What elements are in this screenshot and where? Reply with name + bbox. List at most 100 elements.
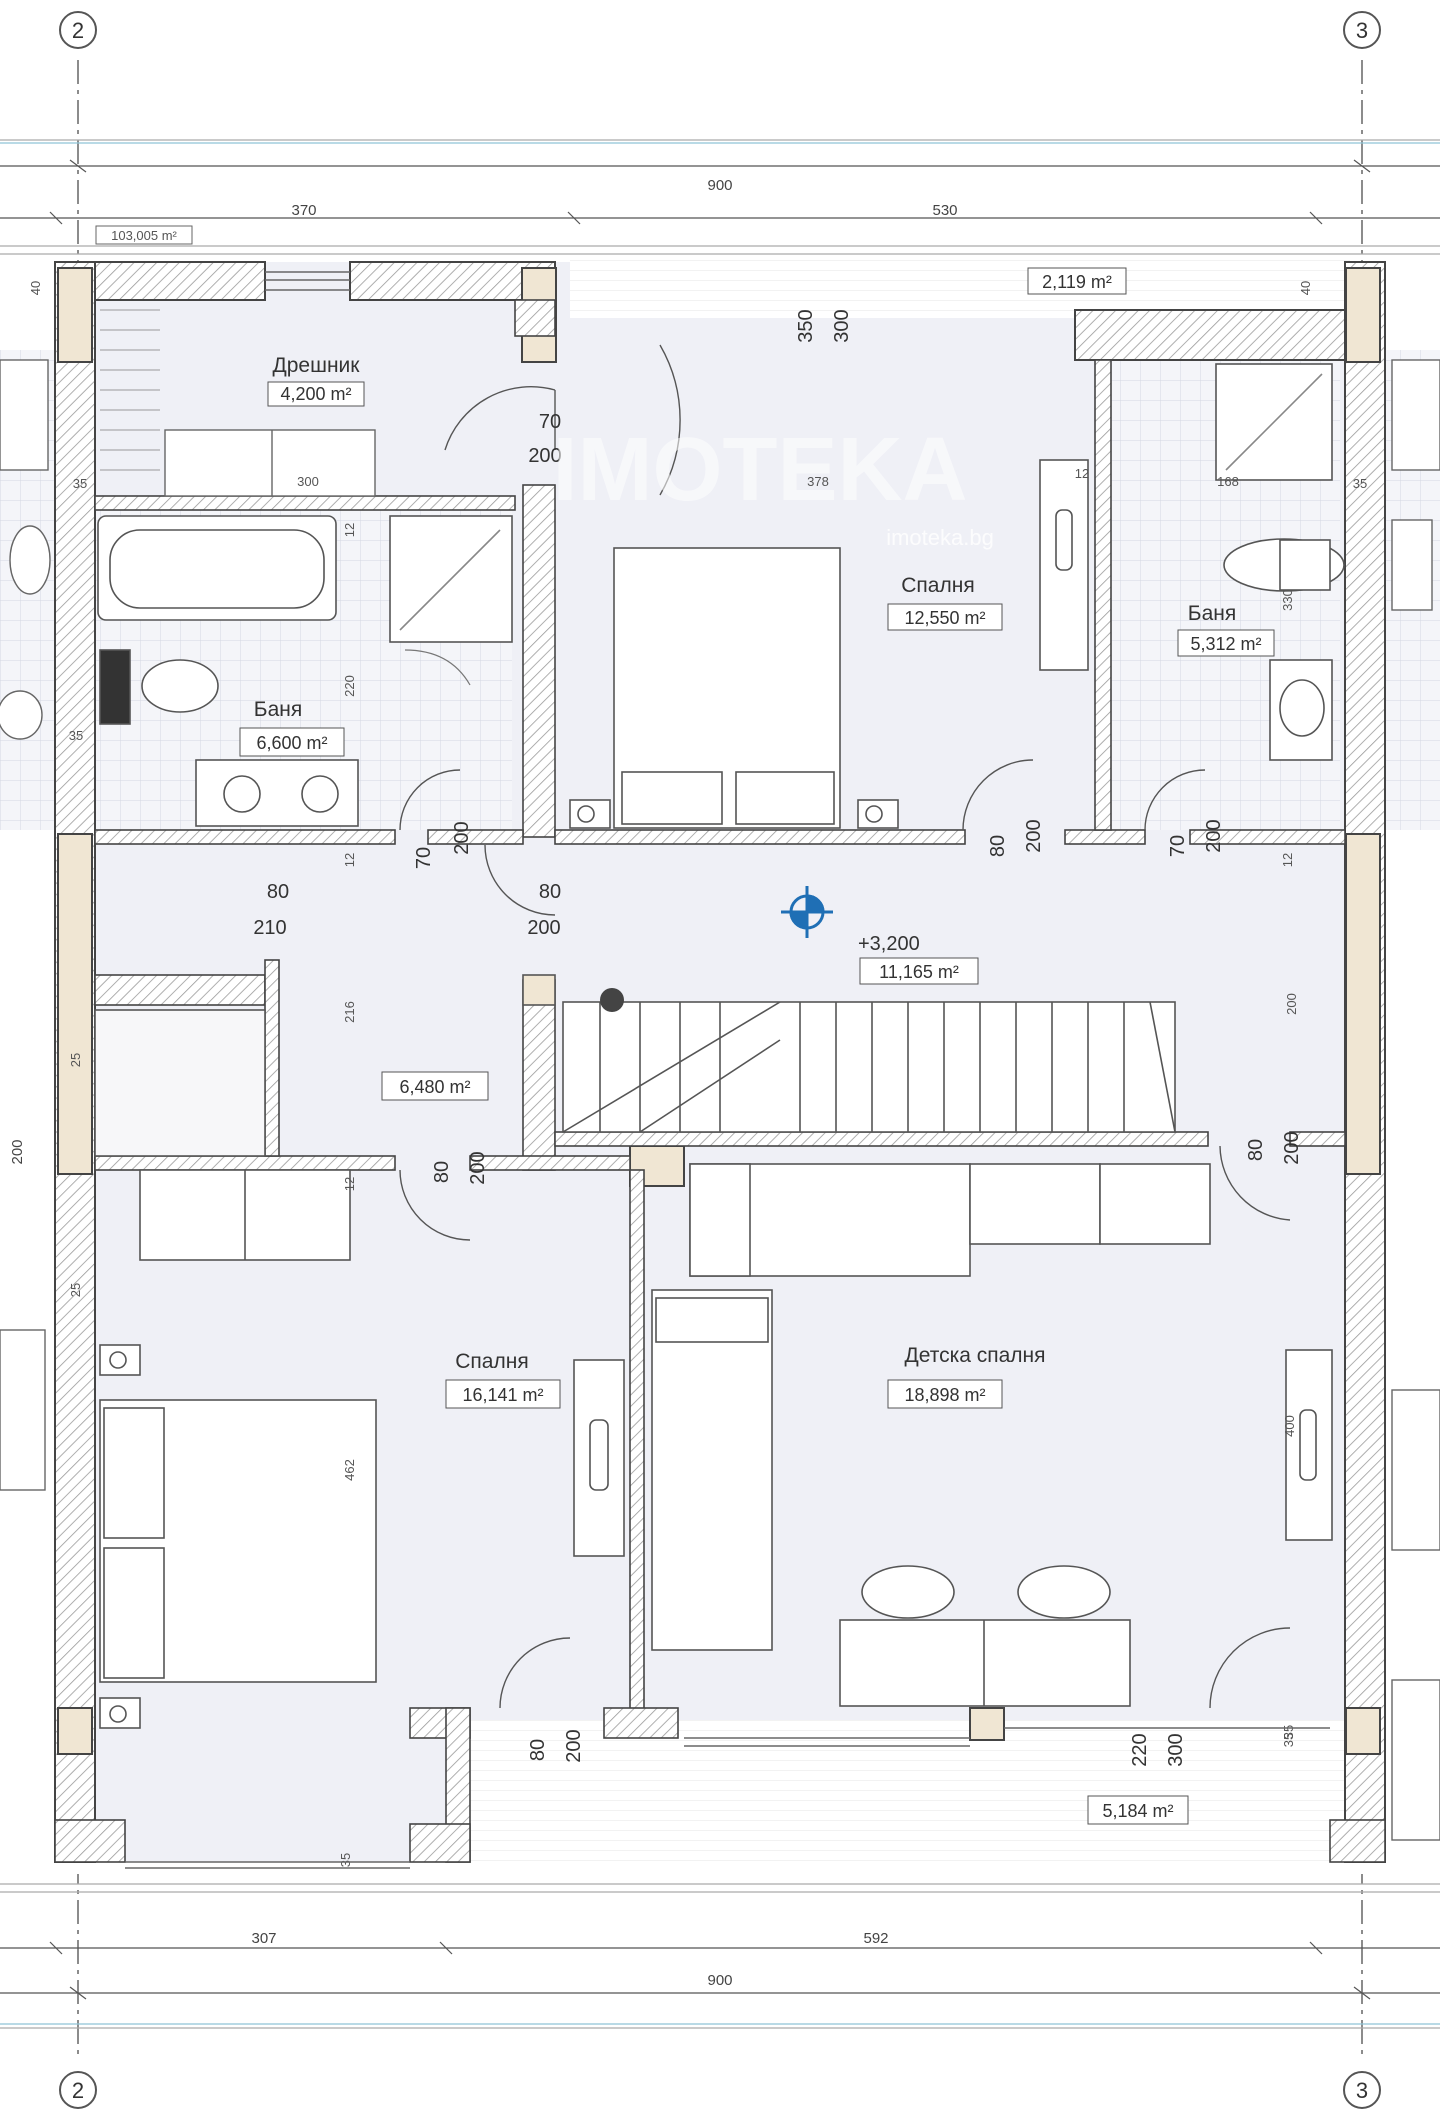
- level-marker-icon: [781, 886, 833, 938]
- dim-top-margin-right: 40: [1298, 281, 1313, 295]
- neighbour-fixtures: [0, 359, 1440, 1841]
- door-kids-height: 200: [1281, 1131, 1303, 1164]
- axis-marker-top-left: 2: [59, 11, 97, 49]
- room-name-kids-bedroom: Детска спалня: [904, 1344, 1045, 1367]
- room-area-storage: 6,480 m²: [399, 1077, 470, 1097]
- watermark: IMOTEKA imoteka.bg: [553, 420, 994, 550]
- watermark-logo: IMOTEKA: [553, 420, 968, 520]
- bedroom-top-furniture: [569, 459, 1089, 829]
- door-bedroom-left-width: 80: [431, 1161, 453, 1183]
- door-storage-height: 210: [253, 917, 286, 939]
- door-hall-width: 80: [539, 881, 561, 903]
- terrace-bottom: [470, 1720, 1350, 1870]
- dim-bottom-total: 900: [707, 1972, 732, 1989]
- door-closet-width: 70: [539, 411, 561, 433]
- room-name-closet: Дрешник: [273, 354, 361, 377]
- window-top: [265, 271, 350, 291]
- staircase: [522, 974, 1176, 1133]
- closet-side-shelf: [100, 309, 160, 471]
- dim-bath-right-width: 168: [1217, 474, 1239, 489]
- dim-bedroom-left-height: 462: [342, 1459, 357, 1481]
- dim-bedroom-width: 378: [807, 474, 829, 489]
- door-bath-right-width: 70: [1167, 835, 1189, 857]
- dim-window-top-300: 300: [831, 309, 853, 342]
- room-area-bedroom-left: 16,141 m²: [462, 1385, 543, 1405]
- door-bedroom-top-height: 200: [1023, 819, 1045, 852]
- door-kids-width: 80: [1245, 1139, 1267, 1161]
- dim-top-left: 370: [291, 202, 316, 219]
- dim-wall-12-b: 12: [1075, 466, 1089, 481]
- dim-bottom-right: 592: [863, 1930, 888, 1947]
- door-bath-left-height: 200: [451, 821, 473, 854]
- svg-text:2: 2: [72, 2078, 84, 2103]
- axis-marker-bottom-right: 3: [1343, 2071, 1381, 2109]
- dim-bath-left-height: 220: [342, 675, 357, 697]
- room-area-bath-left: 6,600 m²: [256, 733, 327, 753]
- dim-top-margin-left: 40: [28, 281, 43, 295]
- svg-text:3: 3: [1356, 2078, 1368, 2103]
- dim-bottom-window-300: 300: [1165, 1733, 1187, 1766]
- dim-window-top-350: 350: [795, 309, 817, 342]
- axis-marker-top-right: 3: [1343, 11, 1381, 49]
- window-bottom: [125, 1727, 1330, 1869]
- dim-wall-25-b: 25: [68, 1283, 83, 1297]
- dim-wall-12-d: 12: [342, 1177, 357, 1191]
- dim-wall-35-a: 35: [73, 476, 87, 491]
- columns: [57, 267, 1381, 1755]
- door-bedroom-top-width: 80: [987, 835, 1009, 857]
- dim-wall-12-a: 12: [342, 523, 357, 537]
- dim-left-door-200: 200: [9, 1139, 26, 1164]
- interior-walls: [54, 299, 1386, 1863]
- dim-hall-height: 216: [342, 1001, 357, 1023]
- watermark-url: imoteka.bg: [886, 525, 994, 550]
- dim-wall-12-c: 12: [342, 853, 357, 867]
- door-bath-left-width: 70: [413, 847, 435, 869]
- door-terrace-height: 200: [563, 1729, 585, 1762]
- dim-wall-35-e: 35: [1281, 1733, 1296, 1747]
- stair-start-marker: [600, 988, 624, 1012]
- dim-kids-height: 400: [1282, 1415, 1297, 1437]
- corner-area-label: 103,005 m²: [111, 228, 177, 243]
- dim-bottom-window-35: 35: [1281, 1725, 1296, 1739]
- axis-marker-bottom-left: 2: [59, 2071, 97, 2109]
- dim-bath-right-height: 330: [1280, 589, 1295, 611]
- dim-bottom-window-220: 220: [1129, 1733, 1151, 1766]
- terrace-bottom-area: 5,184 m²: [1102, 1801, 1173, 1821]
- door-storage-width: 80: [267, 881, 289, 903]
- room-name-bedroom-top: Спалня: [901, 574, 974, 597]
- room-name-bath-right: Баня: [1188, 602, 1236, 625]
- dim-closet-width: 300: [297, 474, 319, 489]
- door-hall-height: 200: [527, 917, 560, 939]
- room-area-kids-bedroom: 18,898 m²: [904, 1385, 985, 1405]
- door-closet-height: 200: [528, 445, 561, 467]
- bedroom-left-furniture: [99, 1169, 625, 1729]
- bath-left-fixtures: [97, 515, 513, 827]
- bottom-dimension-lines: [0, 1883, 1440, 2029]
- svg-text:2: 2: [72, 18, 84, 43]
- dim-wall-25-a: 25: [68, 1053, 83, 1067]
- svg-text:3: 3: [1356, 18, 1368, 43]
- storage-shelves: [94, 1009, 266, 1157]
- dim-wall-12-e: 12: [1280, 853, 1295, 867]
- door-bath-right-height: 200: [1203, 819, 1225, 852]
- terrace-top: [570, 258, 1350, 318]
- dim-bottom-left: 307: [251, 1930, 276, 1947]
- hall-level: +3,200: [858, 933, 920, 955]
- room-area-bedroom-top: 12,550 m²: [904, 608, 985, 628]
- room-area-bath-right: 5,312 m²: [1190, 634, 1261, 654]
- room-name-bedroom-left: Спалня: [455, 1350, 528, 1373]
- bath-right-fixtures: [1215, 363, 1345, 761]
- terrace-top-area: 2,119 m²: [1042, 272, 1112, 292]
- dim-wall-35-d: 35: [338, 1853, 353, 1867]
- door-swings: [399, 344, 1291, 1709]
- room-area-closet: 4,200 m²: [280, 384, 351, 404]
- dim-stair-height: 200: [1284, 993, 1299, 1015]
- dim-top-right: 530: [932, 202, 957, 219]
- dim-top-total: 900: [707, 177, 732, 194]
- top-dimension-lines: [0, 139, 1440, 255]
- door-terrace-width: 80: [527, 1739, 549, 1761]
- door-bedroom-left-height: 200: [467, 1151, 489, 1184]
- kids-bedroom-furniture: [651, 1163, 1333, 1707]
- dim-wall-35-b: 35: [1353, 476, 1367, 491]
